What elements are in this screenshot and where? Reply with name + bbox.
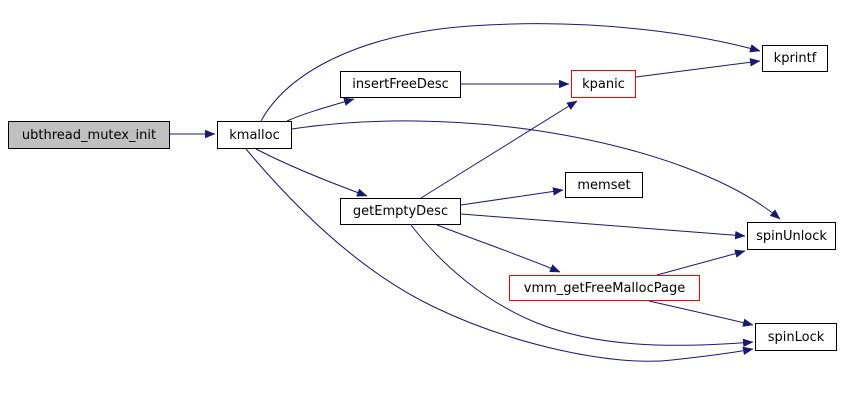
edge-kmalloc-spinLock (245, 148, 754, 362)
node-getemptydesc[interactable]: getEmptyDesc (340, 198, 461, 225)
node-spinlock[interactable]: spinLock (755, 323, 837, 351)
node-label-kpanic: kpanic (582, 76, 625, 92)
edge-vmm_getFreeMallocPage-spinLock (648, 300, 754, 327)
node-label-spinlock: spinLock (767, 329, 825, 345)
edge-kmalloc-insertFreeDesc (286, 97, 355, 122)
node-label-kmalloc: kmalloc (229, 127, 280, 143)
node-label-memset: memset (577, 177, 631, 193)
node-kprintf[interactable]: kprintf (762, 45, 828, 72)
edge-getEmptyDesc-vmm_getFreeMallocPage (436, 224, 561, 273)
edge-getEmptyDesc-memset (460, 187, 564, 206)
node-label-kprintf: kprintf (773, 51, 817, 66)
node-kmalloc[interactable]: kmalloc (217, 121, 292, 149)
node-label-ubthread-mutex-init: ubthread_mutex_init (21, 127, 157, 143)
edge-getEmptyDesc-kpanic (420, 100, 578, 199)
edge-vmm_getFreeMallocPage-spinUnlock (656, 249, 746, 276)
node-spinunlock[interactable]: spinUnlock (747, 222, 836, 250)
edge-kmalloc-spinUnlock (291, 120, 781, 220)
edge-getEmptyDesc-spinLock (410, 224, 754, 347)
edge-getEmptyDesc-spinUnlock (460, 213, 746, 240)
node-insertfreedesc[interactable]: insertFreeDesc (340, 71, 461, 98)
node-kpanic[interactable]: kpanic (571, 70, 636, 98)
node-ubthread-mutex-init: ubthread_mutex_init (8, 121, 170, 149)
node-label-getemptydesc: getEmptyDesc (352, 204, 449, 219)
edge-kpanic-kprintf (635, 58, 761, 78)
edge-kmalloc-getEmptyDesc (255, 148, 368, 197)
node-memset[interactable]: memset (565, 172, 643, 198)
node-label-spinunlock: spinUnlock (756, 228, 827, 244)
node-label-insertfreedesc: insertFreeDesc (352, 77, 449, 92)
edge-kmalloc-kprintf (260, 23, 761, 122)
node-label-vmm-getfreemallocpage: vmm_getFreeMallocPage (523, 280, 686, 296)
node-vmm-getfreemallocpage[interactable]: vmm_getFreeMallocPage (509, 275, 700, 301)
